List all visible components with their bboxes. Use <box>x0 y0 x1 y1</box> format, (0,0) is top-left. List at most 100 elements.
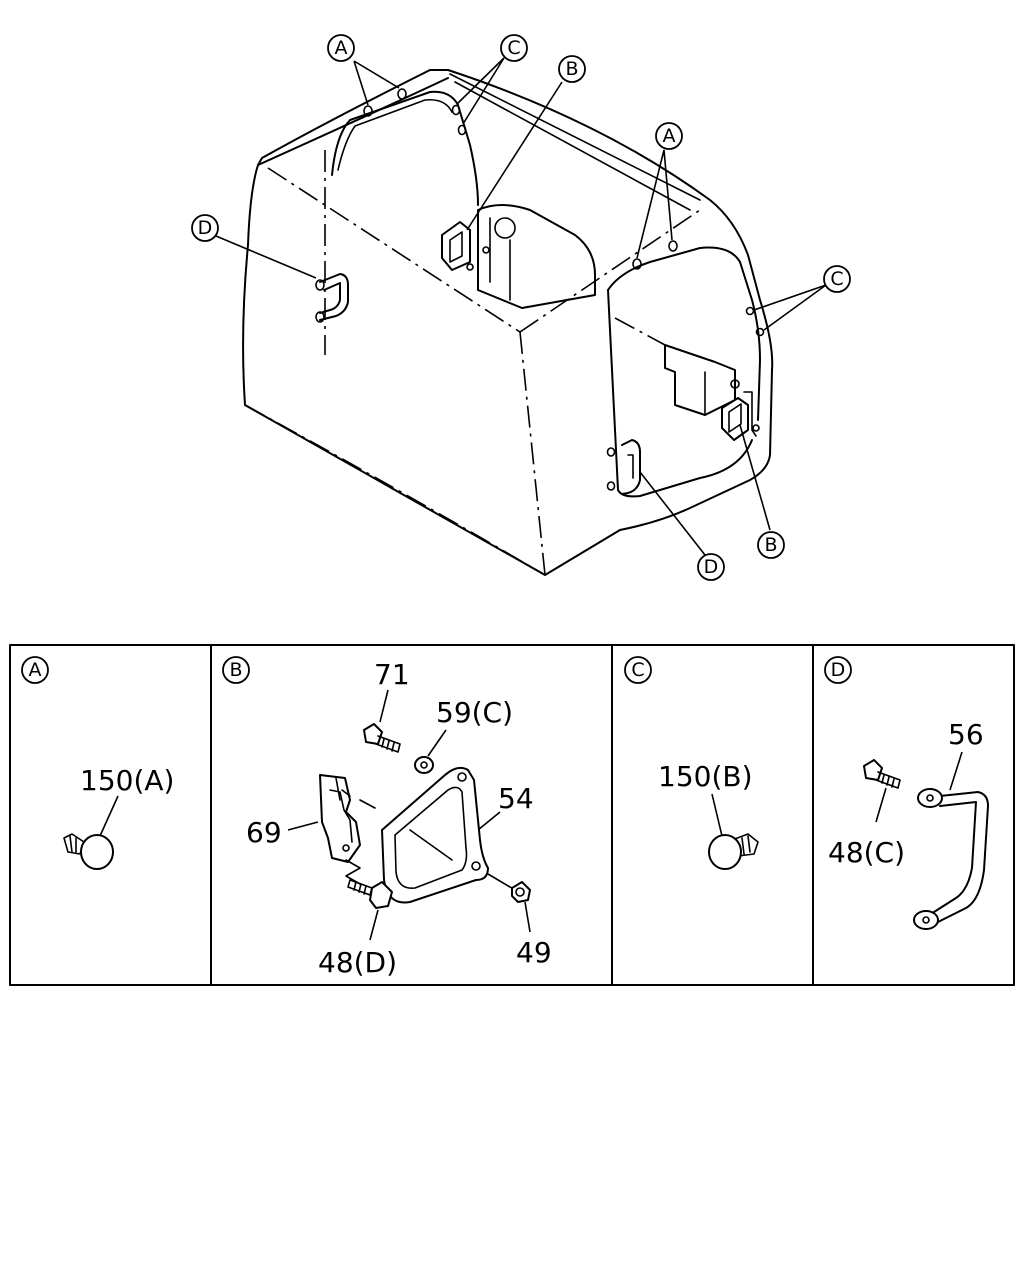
callout-a-front: A <box>327 34 355 62</box>
panel-c: C 150(B) <box>624 656 759 870</box>
bracket-b-side-bolt <box>752 424 760 432</box>
bolt-48c-icon <box>863 759 901 789</box>
leader-59c <box>427 729 447 757</box>
panel-d: D 56 48(C) <box>824 656 989 930</box>
bracket-b-front-bolt2 <box>466 263 474 271</box>
push-rivet-c-icon <box>708 833 759 870</box>
svg-text:D: D <box>831 659 846 681</box>
part-48c-label: 48(C) <box>828 836 905 869</box>
detail-panels-border <box>9 644 1015 986</box>
part-150a-label: 150(A) <box>80 764 174 797</box>
callout-b-side: B <box>757 531 785 559</box>
hole-c2 <box>457 124 467 136</box>
hole-c3 <box>745 306 755 316</box>
leader-a-side <box>636 149 673 259</box>
side-box <box>664 344 736 416</box>
leader-b-front <box>466 81 563 231</box>
bracket-69-icon <box>319 774 376 863</box>
leader-49 <box>524 901 531 933</box>
handle-d-front-inner <box>319 282 341 314</box>
panel-b-label: B <box>222 656 250 684</box>
handle-d-side-inner <box>627 454 634 479</box>
cab-assembly-drawing <box>215 57 827 576</box>
front-window-frame <box>331 90 479 206</box>
callout-a-side: A <box>655 122 683 150</box>
svg-text:D: D <box>198 217 213 239</box>
panel-c-label: C <box>624 656 652 684</box>
bracket-b-side-inner <box>728 403 742 433</box>
panel-d-label: D <box>824 656 852 684</box>
callout-c-front: C <box>500 34 528 62</box>
callout-d-side: D <box>697 553 725 581</box>
washer-59c-icon <box>414 756 434 774</box>
handle-d-front-end1 <box>315 279 325 291</box>
push-rivet-a-icon <box>63 833 114 870</box>
side-window-frame <box>607 246 761 421</box>
svg-text:A: A <box>29 659 42 681</box>
part-59c-label: 59(C) <box>436 696 513 729</box>
leader-c-front <box>456 57 505 125</box>
leader-c-side <box>753 284 827 331</box>
leader-d-front <box>215 235 317 279</box>
svg-text:A: A <box>663 125 676 147</box>
bottom-side-dash <box>544 529 621 576</box>
panel-a-label: A <box>21 656 49 684</box>
leader-49-link <box>487 873 516 891</box>
interior-console <box>477 204 596 309</box>
part-71-label: 71 <box>374 658 410 691</box>
hole-c1 <box>451 104 461 116</box>
handle-d-side-hole2 <box>606 481 616 491</box>
leader-56 <box>949 751 963 791</box>
handle-d-front-end2 <box>315 311 325 323</box>
callout-d-front: D <box>191 214 219 242</box>
part-54-label: 54 <box>498 782 534 815</box>
bracket-b-front-bolt <box>482 246 490 254</box>
nut-49-icon <box>511 881 531 903</box>
hole-a1 <box>363 105 373 117</box>
front-dash-upper <box>267 167 521 333</box>
side-window-dash <box>614 317 666 346</box>
cab-outline <box>242 69 774 576</box>
svg-text:A: A <box>335 37 348 59</box>
part-49-label: 49 <box>516 936 552 969</box>
roof-line-inner <box>454 81 691 211</box>
bolt-48d-icon <box>345 859 393 909</box>
front-window-inner <box>337 98 453 171</box>
corner-dash <box>519 331 546 576</box>
leader-69 <box>287 821 319 831</box>
svg-text:B: B <box>229 659 242 681</box>
leader-48c <box>875 787 887 823</box>
part-150b-label: 150(B) <box>658 760 753 793</box>
part-48d-label: 48(D) <box>318 946 397 979</box>
callout-c-side: C <box>823 265 851 293</box>
leader-71 <box>379 689 389 723</box>
handle-d-side-hole1 <box>606 447 616 457</box>
handle-d-side <box>621 439 641 495</box>
bracket-b-side-arm <box>743 391 757 437</box>
leader-150a <box>99 795 119 837</box>
bracket-b-front <box>441 221 471 271</box>
svg-text:C: C <box>830 268 843 290</box>
hole-a3 <box>632 258 642 270</box>
ground-strap-56-icon <box>913 788 989 930</box>
hole-a2 <box>397 88 407 100</box>
panel-a: A 150(A) <box>21 656 174 870</box>
panel-b: B 71 59(C) 54 49 69 <box>222 656 552 979</box>
callout-b-front: B <box>558 55 586 83</box>
side-door-frame <box>607 289 753 498</box>
cover-54-icon <box>381 766 489 904</box>
svg-text:B: B <box>565 58 578 80</box>
svg-text:D: D <box>704 556 719 578</box>
roof-line <box>449 73 701 201</box>
svg-text:B: B <box>764 534 777 556</box>
roof-edge <box>257 77 449 166</box>
interior-console-lines <box>489 217 511 301</box>
leader-a-front <box>353 60 400 106</box>
detail-panels-frame <box>9 644 1015 986</box>
leader-150b <box>711 793 723 837</box>
leader-54 <box>477 811 501 831</box>
bracket-b-front-inner <box>449 231 463 263</box>
hole-c4 <box>755 327 765 337</box>
bolt-71-icon <box>363 723 401 753</box>
